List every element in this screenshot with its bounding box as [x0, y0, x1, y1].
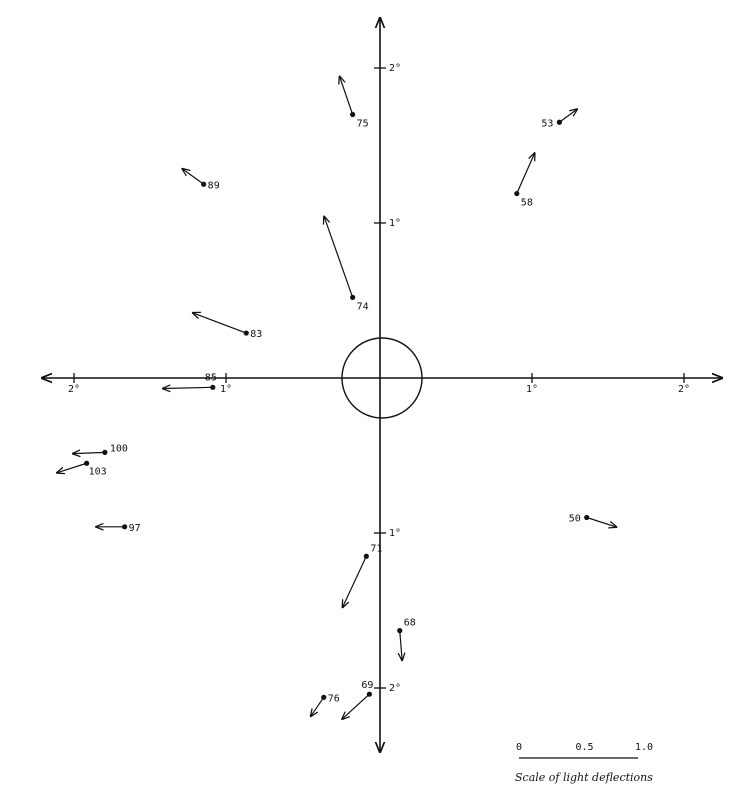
star-dot — [210, 384, 216, 390]
deflection-arrow — [342, 693, 370, 719]
star-71: 71 — [343, 543, 382, 607]
scale-label: 1.0 — [635, 742, 653, 753]
star-label: 76 — [328, 693, 340, 704]
star-74: 74 — [324, 216, 369, 312]
star-label: 58 — [521, 198, 533, 209]
star-label: 68 — [404, 618, 416, 629]
deflection-arrow — [163, 387, 213, 388]
star-label: 89 — [208, 180, 220, 191]
scale-bar: 0 0.5 1.0 — [516, 742, 653, 759]
deflection-arrow — [559, 109, 577, 123]
y-tick-label: 1° — [389, 528, 401, 539]
star-75: 75 — [340, 76, 369, 130]
deflection-arrow — [586, 516, 617, 528]
star-label: 71 — [370, 543, 382, 554]
star-dot — [397, 628, 403, 634]
star-83: 83 — [193, 313, 262, 340]
star-dot — [122, 524, 128, 530]
star-58: 58 — [514, 153, 535, 209]
star-85: 85 — [163, 372, 217, 390]
star-label: 50 — [569, 514, 581, 525]
star-dot — [84, 460, 90, 466]
star-dot — [350, 294, 356, 300]
star-dot — [556, 119, 562, 125]
star-label: 85 — [205, 372, 217, 383]
y-tick-label: 1° — [389, 218, 401, 229]
star-dot — [102, 449, 108, 455]
star-dot — [201, 181, 207, 187]
star-69: 69 — [342, 680, 373, 719]
star-label: 97 — [129, 523, 141, 534]
star-53: 53 — [541, 109, 577, 129]
scale-label: 0.5 — [576, 742, 594, 753]
deflection-arrow — [324, 216, 354, 298]
star-100: 100 — [73, 443, 128, 455]
deflection-arrow — [73, 452, 105, 453]
star-label: 103 — [89, 466, 107, 477]
star-dot — [363, 553, 369, 559]
star-label: 75 — [357, 119, 369, 130]
y-tick-label: 2° — [389, 63, 401, 74]
star-dot — [514, 190, 520, 197]
deflection-arrow — [57, 462, 87, 473]
deflection-arrow — [400, 630, 402, 661]
deflection-arrow — [182, 169, 205, 185]
star-89: 89 — [182, 169, 220, 191]
star-dot — [243, 330, 249, 336]
sun-disc — [341, 337, 423, 419]
star-label: 83 — [250, 329, 262, 340]
x-tick-label: 1° — [220, 384, 232, 395]
star-label: 74 — [357, 301, 369, 312]
star-dot — [584, 514, 590, 521]
deflection-arrow — [193, 313, 247, 334]
star-label: 53 — [541, 118, 553, 129]
x-tick-label: 2° — [678, 384, 690, 395]
star-50: 50 — [569, 514, 617, 528]
star-dot — [350, 111, 356, 118]
star-68: 68 — [397, 618, 416, 661]
y-tick-label: 2° — [389, 683, 401, 694]
star-dot — [366, 691, 372, 697]
deflection-arrow — [516, 153, 535, 194]
x-tick-label: 1° — [526, 384, 538, 395]
deflection-arrow — [340, 76, 354, 115]
scale-label: 0 — [516, 742, 522, 753]
star-label: 100 — [110, 443, 128, 454]
star-103: 103 — [57, 460, 107, 477]
star-76: 76 — [311, 693, 340, 716]
scale-caption: Scale of light deflections — [515, 771, 653, 784]
star-97: 97 — [96, 523, 141, 534]
star-label: 69 — [361, 680, 373, 691]
deflection-arrow — [311, 696, 325, 716]
star-dot — [321, 694, 327, 700]
deflection-arrow — [343, 555, 367, 607]
x-tick-label: 2° — [68, 384, 80, 395]
